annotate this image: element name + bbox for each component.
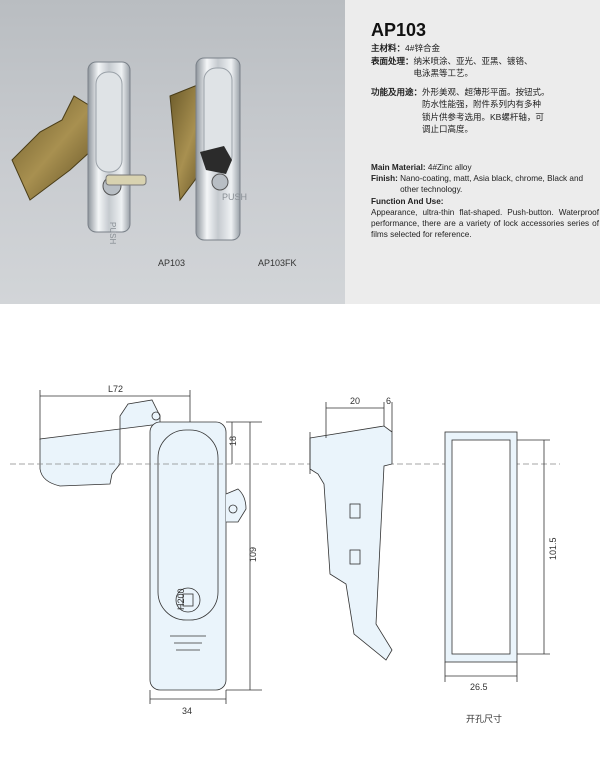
front-view-tongue bbox=[39, 399, 161, 487]
en-finish-row: Finish: Nano-coating, matt, Asia black, … bbox=[371, 173, 599, 195]
keyhole-icon bbox=[211, 173, 229, 191]
en-finish-label: Finish: bbox=[371, 174, 398, 183]
push-text: PUSH bbox=[222, 192, 247, 202]
en-function-label: Function And Use: bbox=[371, 197, 444, 206]
en-material-value: 4#Zinc alloy bbox=[427, 163, 472, 172]
en-function-value: Appearance, ultra-thin flat-shaped. Push… bbox=[371, 208, 599, 239]
push-text: PUSH bbox=[108, 222, 117, 244]
dim-34: 34 bbox=[182, 706, 192, 716]
dim-18: 18 bbox=[228, 436, 238, 446]
cn-function-row: 功能及用途： 外形美观、超薄形平面。按钮式。 防水性能强，附件系列内有多种 锁片… bbox=[371, 86, 599, 136]
key-icon bbox=[105, 174, 147, 186]
lock-code-text: H200 bbox=[176, 588, 186, 610]
en-material-label: Main Material: bbox=[371, 163, 426, 172]
cn-function-value: 外形美观、超薄形平面。按钮式。 防水性能强，附件系列内有多种 锁片供参考选用。K… bbox=[422, 86, 550, 135]
dim-109: 109 bbox=[248, 547, 258, 562]
drawing-svg: L72 18 109 34 H200 20 6 101.5 26.5 开孔尺寸 bbox=[10, 384, 560, 724]
dim-26-5: 26.5 bbox=[470, 682, 488, 692]
mounting-hole-icon bbox=[151, 411, 161, 421]
product-photo-panel: PUSH PUSH AP103 AP103FK bbox=[0, 0, 345, 304]
front-view-handle bbox=[157, 429, 219, 621]
cn-function-label: 功能及用途： bbox=[371, 86, 423, 97]
caption-ap103fk: AP103FK bbox=[258, 258, 297, 268]
mounting-hole-icon bbox=[228, 504, 238, 514]
front-view-ear bbox=[225, 488, 247, 523]
cn-spec: 主材料： 4#锌合金 表面处理： 纳米喷涂、亚光、亚黑、镀铬、 电泳黑等工艺。 … bbox=[371, 42, 599, 136]
model-title: AP103 bbox=[371, 20, 427, 40]
lock-cylinder-icon bbox=[175, 587, 201, 613]
en-material-row: Main Material: 4#Zinc alloy bbox=[371, 162, 599, 173]
cn-material-value: 4#锌合金 bbox=[405, 43, 440, 53]
front-view-body bbox=[149, 421, 227, 691]
cn-surface-row: 表面处理： 纳米喷涂、亚光、亚黑、镀铬、 电泳黑等工艺。 bbox=[371, 55, 599, 80]
black-key-icon bbox=[200, 146, 232, 174]
product-photo: PUSH PUSH bbox=[11, 57, 247, 244]
lock-handle-ap103 bbox=[95, 71, 123, 173]
side-view-body bbox=[309, 425, 393, 661]
en-finish-value: Nano-coating, matt, Asia black, chrome, … bbox=[400, 174, 584, 194]
dim-20: 20 bbox=[350, 396, 360, 406]
caption-ap103: AP103 bbox=[158, 258, 186, 268]
spec-panel: AP103 主材料： 4#锌合金 表面处理： 纳米喷涂、亚光、亚黑、镀铬、 电泳… bbox=[345, 0, 600, 304]
cn-surface-value: 纳米喷涂、亚光、亚黑、镀铬、 电泳黑等工艺。 bbox=[413, 55, 533, 79]
cn-material-row: 主材料： 4#锌合金 bbox=[371, 42, 599, 55]
dim-6: 6 bbox=[386, 396, 391, 406]
en-spec: Main Material: 4#Zinc alloy Finish: Nano… bbox=[371, 162, 599, 240]
cn-material-label: 主材料： bbox=[371, 43, 406, 53]
dim-l72: L72 bbox=[108, 384, 123, 394]
technical-drawing: L72 18 109 34 H200 20 6 101.5 26.5 开孔尺寸 bbox=[0, 304, 600, 769]
lock-tongue-left bbox=[11, 95, 101, 201]
cutout-label: 开孔尺寸 bbox=[466, 713, 502, 724]
dim-101-5: 101.5 bbox=[548, 537, 558, 560]
cn-surface-label: 表面处理： bbox=[371, 55, 414, 66]
